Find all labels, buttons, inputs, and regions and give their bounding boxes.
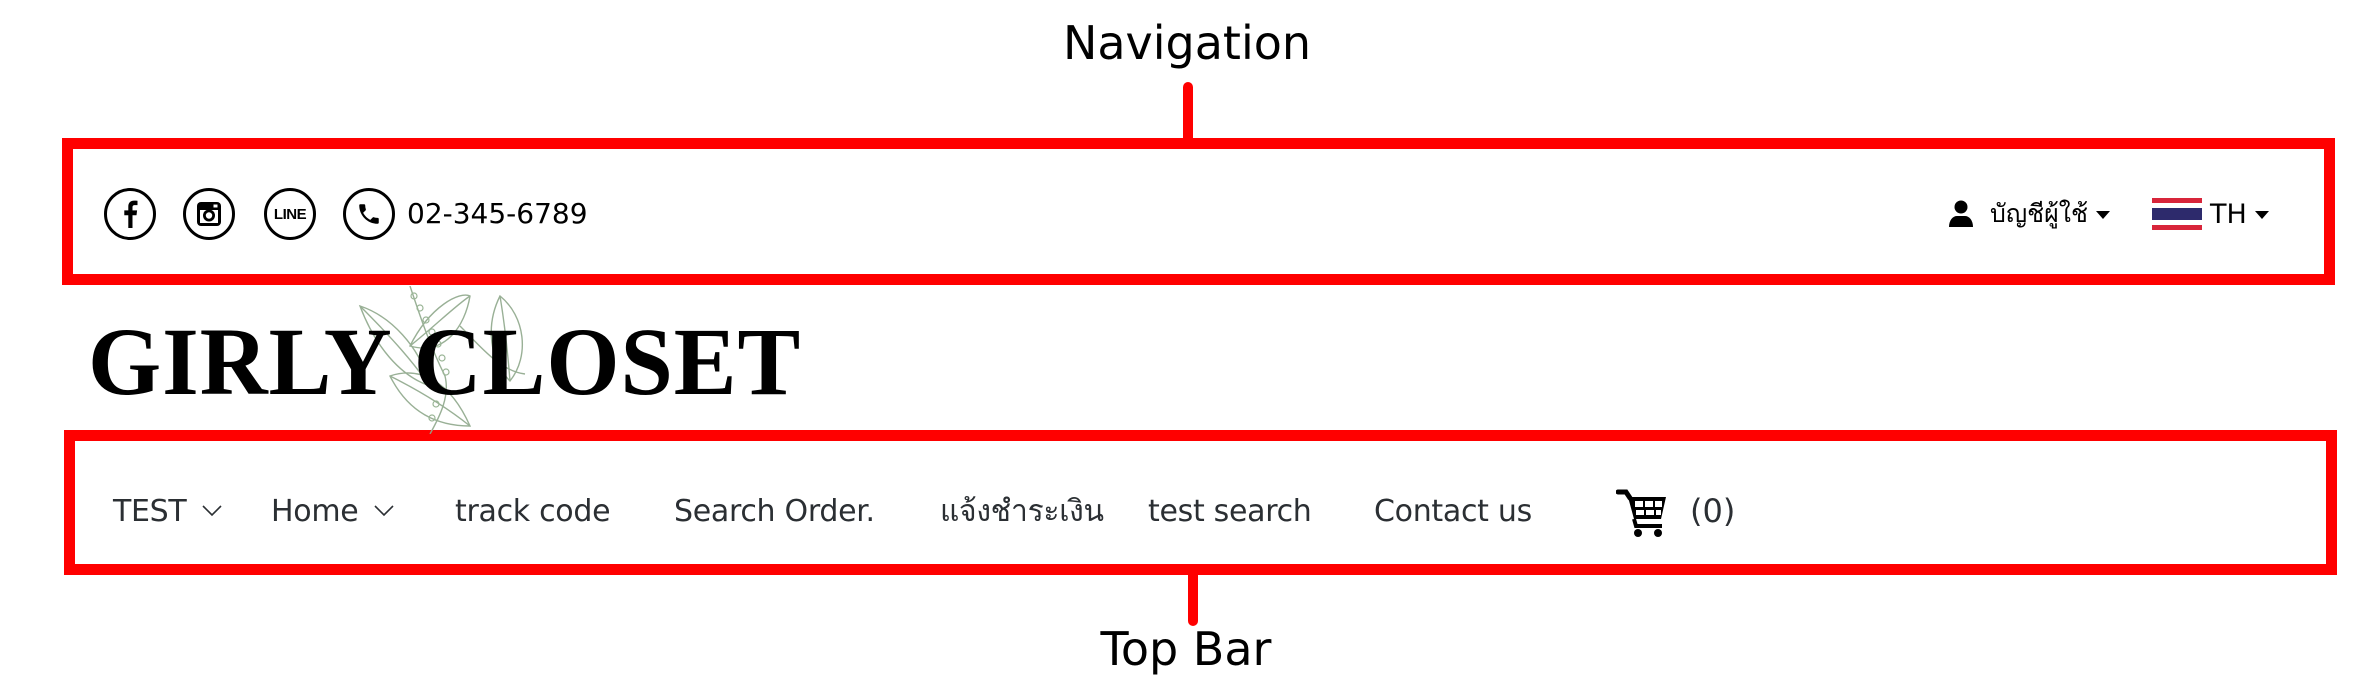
- account-dropdown[interactable]: บัญชีผู้ใช้: [1948, 196, 2110, 232]
- line-icon: LINE: [273, 205, 307, 223]
- menu-item-label: แจ้งชำระเงิน: [940, 493, 1104, 529]
- annotation-top-bar-label: Top Bar: [1100, 622, 1272, 676]
- menu-item-label: TEST: [113, 493, 187, 529]
- menu-item-label: Search Order.: [674, 493, 875, 529]
- annotation-top-bar-box: [64, 430, 2337, 575]
- menu-item-label: track code: [455, 493, 611, 529]
- menu-item-label: Home: [271, 493, 359, 529]
- facebook-link[interactable]: [104, 188, 156, 240]
- line-link[interactable]: LINE: [264, 188, 316, 240]
- phone-link[interactable]: [343, 188, 395, 240]
- menu-item-track-code[interactable]: track code: [455, 490, 611, 532]
- annotation-top-bar-connector: [1188, 570, 1198, 626]
- caret-down-icon: [2254, 211, 2269, 219]
- thailand-flag-icon: [2152, 198, 2202, 230]
- language-label: TH: [2210, 198, 2247, 230]
- menu-item-contact-us[interactable]: Contact us: [1374, 490, 1532, 532]
- menu-item-search-order[interactable]: Search Order.: [674, 490, 875, 532]
- cart-button[interactable]: [1615, 488, 1668, 543]
- leaf-decoration: [358, 286, 526, 434]
- menu-item-test-search[interactable]: test search: [1148, 490, 1312, 532]
- menu-item-test[interactable]: TEST: [113, 490, 223, 532]
- chevron-down-icon: [374, 505, 394, 517]
- menu-item-home[interactable]: Home: [271, 490, 394, 532]
- annotation-navigation-label: Navigation: [1062, 16, 1312, 70]
- instagram-icon: [197, 202, 221, 226]
- cart-count[interactable]: (0): [1690, 492, 1736, 530]
- menu-item-label: test search: [1148, 493, 1312, 529]
- site-logo[interactable]: GIRLY CLOSET: [88, 308, 802, 415]
- menu-item-payment-notify[interactable]: แจ้งชำระเงิน: [940, 490, 1104, 532]
- phone-number[interactable]: 02-345-6789: [407, 197, 588, 230]
- language-dropdown[interactable]: TH: [2152, 196, 2269, 232]
- annotation-navigation-connector: [1183, 82, 1193, 144]
- caret-down-icon: [2095, 211, 2110, 219]
- menu-item-label: Contact us: [1374, 493, 1532, 529]
- user-icon: [1949, 200, 1973, 227]
- cart-icon: [1615, 489, 1666, 537]
- instagram-link[interactable]: [183, 188, 235, 240]
- facebook-icon: [124, 200, 138, 228]
- phone-icon: [359, 204, 379, 224]
- annotation-navigation-box: [62, 138, 2335, 285]
- chevron-down-icon: [202, 505, 223, 517]
- account-label: บัญชีผู้ใช้: [1990, 199, 2088, 228]
